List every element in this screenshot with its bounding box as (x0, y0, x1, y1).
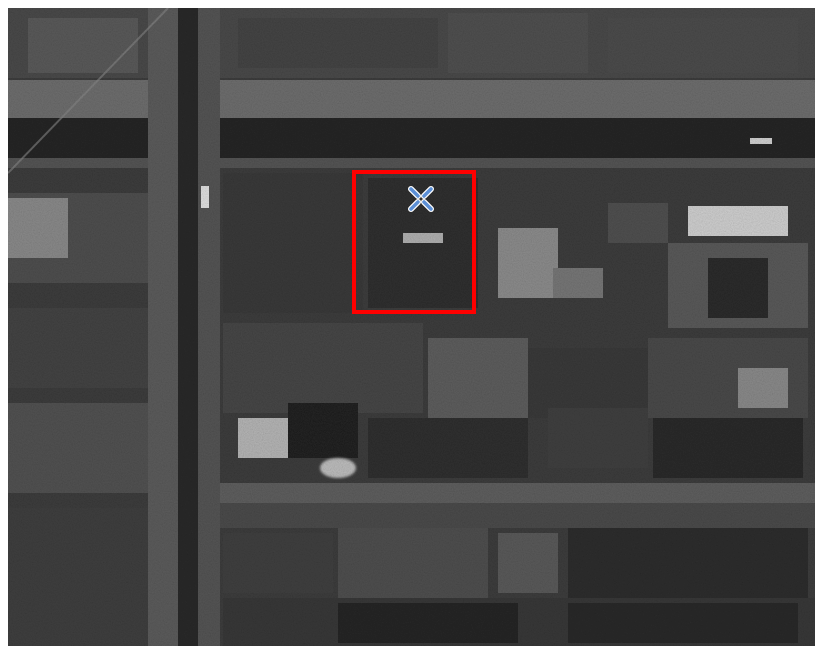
crosshair-x-marker-icon[interactable] (406, 184, 436, 214)
aerial-imagery[interactable] (8, 8, 815, 646)
